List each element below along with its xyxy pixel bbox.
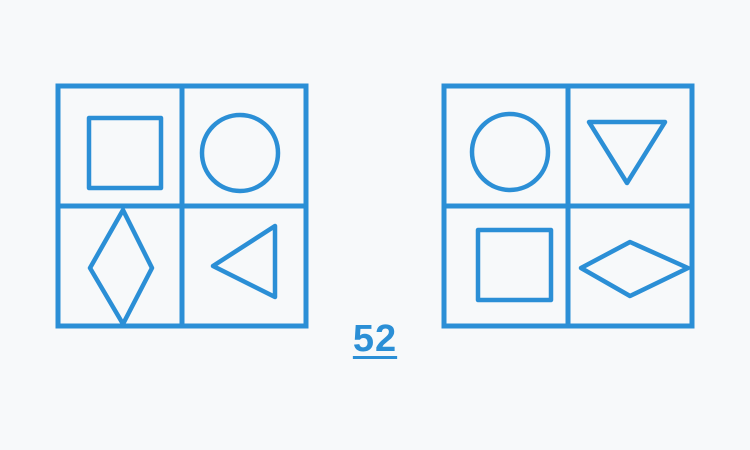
left-figure-grid xyxy=(55,83,309,329)
triangle-down-shape xyxy=(586,119,668,186)
triangle-left-shape xyxy=(210,223,278,300)
circle-shape xyxy=(199,112,281,194)
square-shape xyxy=(86,115,164,191)
diamond-shape xyxy=(87,207,155,327)
circle-shape xyxy=(469,111,551,193)
diamond-horizontal-shape xyxy=(578,239,691,299)
right-figure-grid xyxy=(441,83,695,329)
puzzle-number: 52 xyxy=(352,318,398,360)
square-shape xyxy=(475,227,554,303)
